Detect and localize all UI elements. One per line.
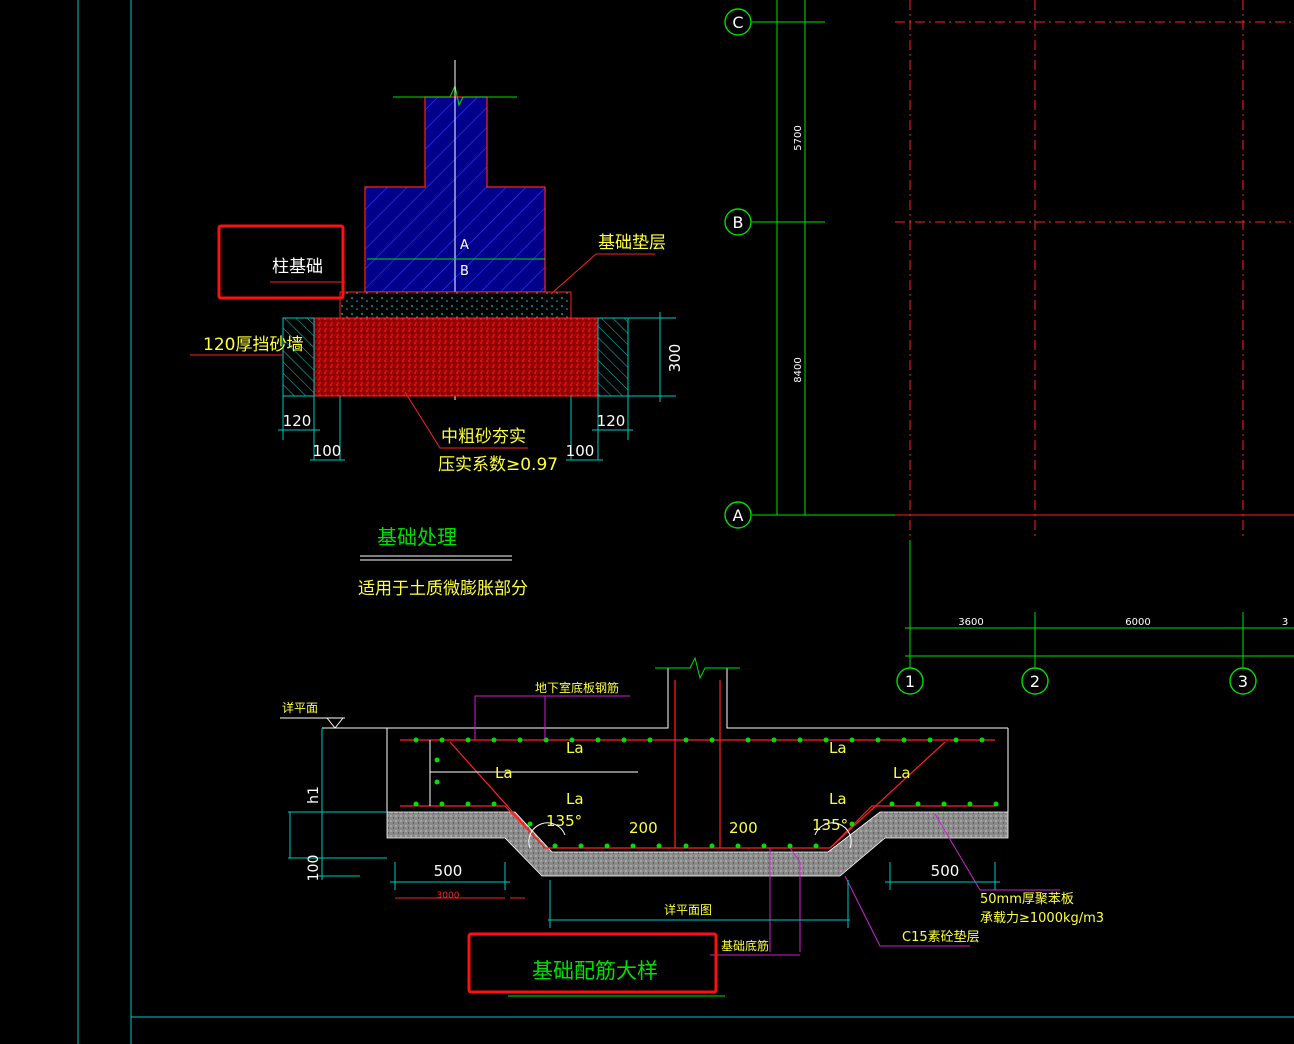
label-bottom-rebar: 基础底筋 [721,938,769,953]
raft-reinforcement-detail: La La La La La La 135° 135° 200 200 详平面 … [280,656,1104,997]
label-rebar-top: 地下室底板钢筋 [535,680,619,695]
title-foundation-treatment: 基础处理 [377,525,457,549]
label-sand-wall: 120厚挡砂墙 [203,335,303,355]
label-plan: 详平面图 [664,902,712,917]
dim-left-100: 100 [313,442,342,460]
dim-200-right: 200 [729,819,758,837]
la-label-5: La [893,764,911,782]
axis-label-b: B [733,213,744,232]
la-label-1: La [566,739,584,757]
axis-bubble-2 [1021,667,1049,695]
axis-bubble-3 [1229,667,1257,695]
dim-cb: 5700 [793,125,804,150]
axis-label-1: 1 [905,672,915,691]
label-column-footing: 柱基础 [272,257,323,277]
dim-500-left: 500 [434,862,463,880]
axis-bubble-b [724,208,752,236]
highlight-column-footing [217,224,345,300]
dim-ba: 8400 [793,357,804,382]
dim-12: 3600 [958,617,983,628]
section-mark-a: A [460,238,469,253]
dim-300: 300 [666,344,684,373]
dim-left-120: 120 [283,412,312,430]
drawing-frame [77,0,1294,1044]
axis-label-3: 3 [1238,672,1248,691]
label-cushion: 基础垫层 [598,233,666,253]
la-label-4: La [829,739,847,757]
axis-label-c: C [732,13,743,32]
label-board-1: 50mm厚聚苯板 [980,892,1074,907]
angle-right: 135° [812,816,848,834]
dim-200-left: 200 [629,819,658,837]
axis-bubble-c [724,8,752,36]
axis-label-a: A [733,506,744,525]
axis-grid: C B A 1 2 3 5700 8400 3600 6000 3 [724,0,1294,695]
section-mark-b: B [460,264,469,279]
column-footing-section: A B 300 120 100 [190,60,684,599]
note-fill-2: 压实系数≥0.97 [438,455,558,475]
axis-bubble-1 [896,667,924,695]
axis-label-2: 2 [1030,672,1040,691]
label-level: 详平面 [282,700,318,715]
dim-23: 6000 [1125,617,1150,628]
dim-right-100: 100 [566,442,595,460]
dim-3x: 3 [1282,617,1288,628]
title-raft-detail: 基础配筋大样 [532,959,658,983]
dim-h1: h1 [306,786,322,804]
label-board-2: 承载力≥1000kg/m3 [980,911,1104,926]
subtitle-foundation-treatment: 适用于土质微膨胀部分 [358,579,528,599]
note-fill-1: 中粗砂夯实 [441,427,526,447]
dim-right-120: 120 [597,412,626,430]
dim-500-right: 500 [931,862,960,880]
dim-3000: 3000 [437,891,460,901]
highlight-raft-detail [467,932,718,994]
la-label-2: La [495,764,513,782]
angle-left: 135° [546,812,582,830]
rebar-dots [413,737,999,849]
la-label-6: La [829,790,847,808]
axis-bubble-a [724,501,752,529]
dim-100: 100 [306,855,322,882]
la-label-3: La [566,790,584,808]
label-c15: C15素砼垫层 [902,929,980,945]
